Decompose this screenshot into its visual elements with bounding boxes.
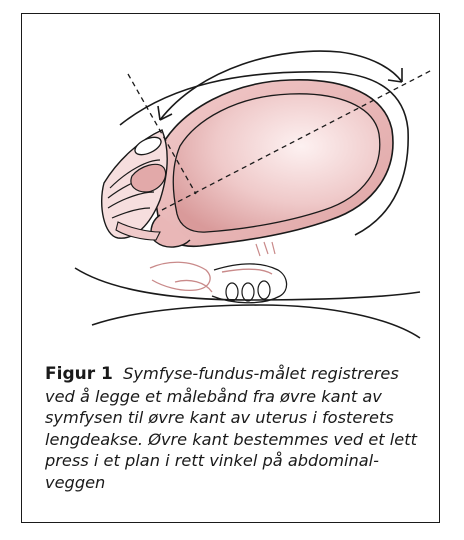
coccyx-stripes bbox=[256, 242, 275, 256]
figure-label: Figur 1 bbox=[45, 364, 113, 384]
vertebra-3 bbox=[258, 281, 270, 299]
vertebra-2 bbox=[242, 283, 254, 301]
vertebra-1 bbox=[226, 283, 238, 301]
lower-body-outline bbox=[75, 268, 420, 300]
sacrum-pink bbox=[222, 269, 272, 274]
figure-caption: Figur 1 Symfyse-fundus-målet registreres… bbox=[45, 363, 420, 493]
uterus-illustration bbox=[22, 14, 439, 344]
thigh-outline bbox=[92, 305, 420, 338]
rectum-loop bbox=[150, 262, 210, 290]
